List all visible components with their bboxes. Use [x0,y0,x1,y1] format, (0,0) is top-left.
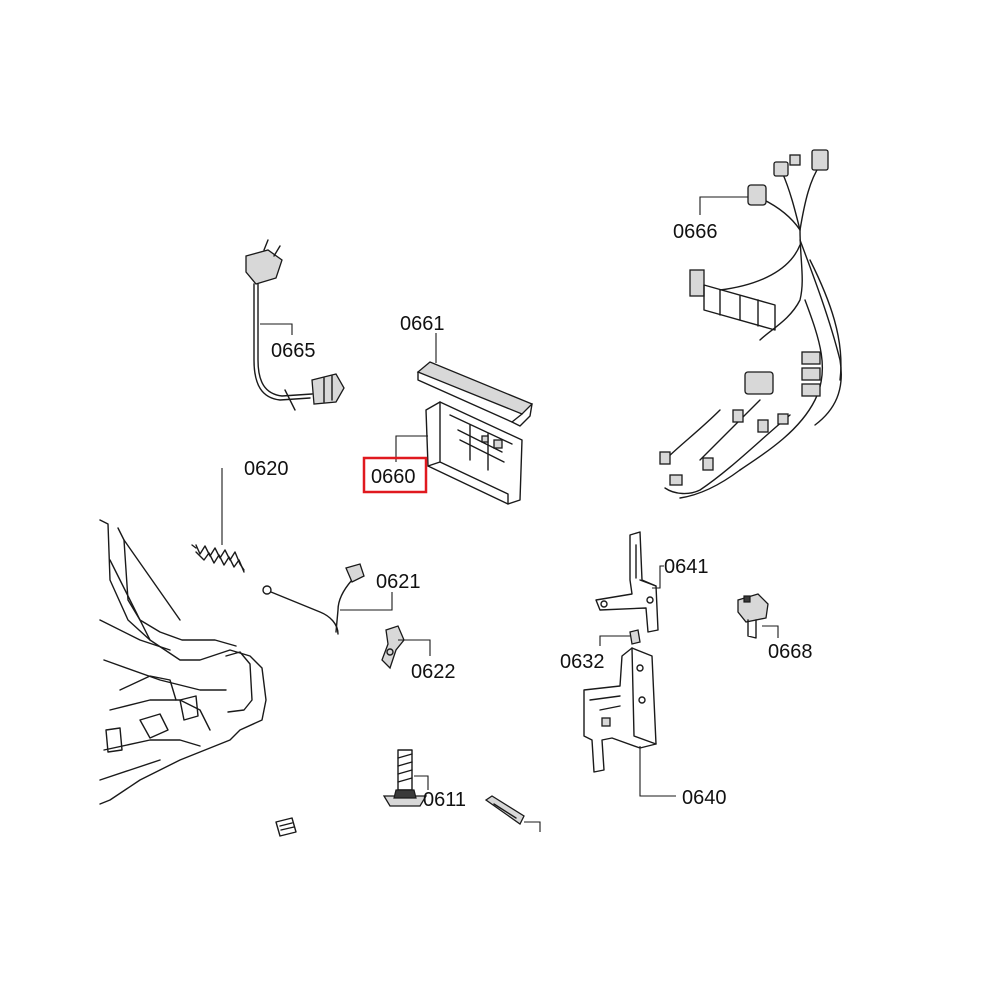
label-0640[interactable]: 0640 [682,787,727,809]
lever-part[interactable] [381,625,405,670]
label-0668[interactable]: 0668 [768,641,813,663]
label-0611[interactable]: 0611 [423,789,466,811]
label-0632[interactable]: 0632 [560,651,605,673]
switch-part[interactable] [737,593,769,639]
rail-part[interactable] [484,795,541,832]
hinge-plate-part[interactable] [583,647,657,773]
power-cord-part[interactable] [245,239,345,411]
hinge-bracket-part[interactable] [595,531,659,633]
label-0641[interactable]: 0641 [664,556,709,578]
control-housing-part[interactable] [425,401,523,505]
highlight-box-0660 [362,456,428,494]
label-0666[interactable]: 0666 [673,221,718,243]
base-frame-part[interactable] [99,519,267,805]
clip-part[interactable] [629,629,641,645]
label-0620[interactable]: 0620 [244,458,289,480]
label-0622[interactable]: 0622 [411,661,456,683]
cover-strip-part[interactable] [416,361,534,427]
adjustable-foot-part[interactable] [382,749,428,807]
wiring-harness-part[interactable] [659,149,842,499]
screw-part[interactable] [275,817,297,837]
label-0621[interactable]: 0621 [376,571,421,593]
spring-part[interactable] [191,544,245,573]
label-0661[interactable]: 0661 [400,313,445,335]
label-0660[interactable]: 0660 [371,466,416,488]
sensor-cable-part[interactable] [262,563,365,635]
label-0665[interactable]: 0665 [271,340,316,362]
